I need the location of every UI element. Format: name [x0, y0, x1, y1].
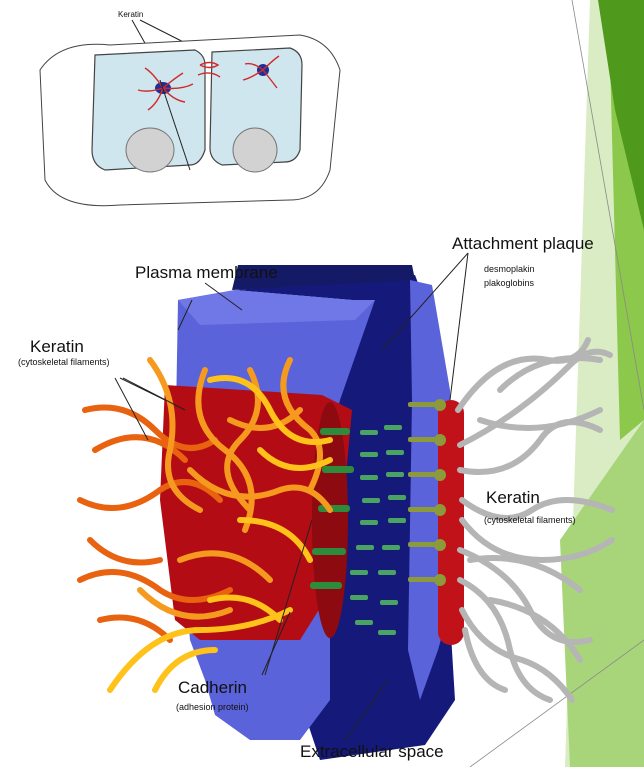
top-keratin-label: Keratin — [118, 10, 143, 19]
top-cell-right-nucleus-shadow — [233, 128, 277, 172]
keratin-right-label: Keratin — [486, 488, 540, 507]
desmosome-diagram: Plasma membrane Attachment plaque desmop… — [18, 234, 612, 761]
keratin-right-sublabel: (cytoskeletal filaments) — [484, 515, 576, 525]
extracellular-space-label: Extracellular space — [300, 742, 444, 761]
desmoplakin-label: desmoplakin — [484, 264, 535, 274]
plakoglobins-label: plakoglobins — [484, 278, 535, 288]
keratin-left-sublabel: (cytoskeletal filaments) — [18, 357, 110, 367]
plasma-membrane-label: Plasma membrane — [135, 263, 278, 282]
top-cell-left-nucleus-shadow — [126, 128, 174, 172]
cadherin-label: Cadherin — [178, 678, 247, 697]
keratin-left-label: Keratin — [30, 337, 84, 356]
attachment-plaque-label: Attachment plaque — [452, 234, 594, 253]
top-cells-figure: Keratin — [40, 10, 340, 206]
cadherin-sublabel: (adhesion protein) — [176, 702, 249, 712]
